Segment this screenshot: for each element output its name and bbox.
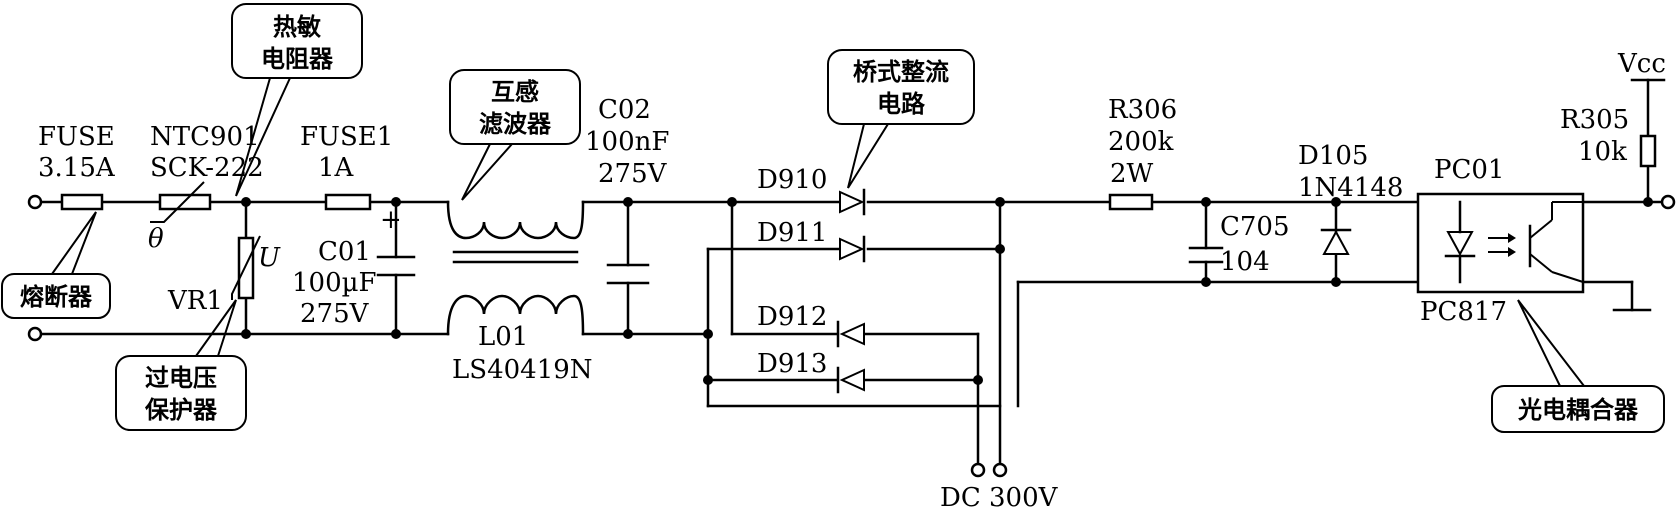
label-r305: R305: [1560, 105, 1629, 135]
label-d910: D910: [757, 165, 827, 195]
c01-capacitor-symbol: [376, 255, 416, 277]
label-c01-value: 100µF: [292, 268, 377, 298]
ac-input-terminal-bottom: [27, 326, 43, 342]
callout-filter-line1: 互感: [491, 78, 539, 106]
callout-fuse: 熔断器: [1, 211, 111, 319]
junction-dots: [241, 197, 1653, 385]
component-labels: FUSE 3.15A NTC901 SCK-222 θ FUSE1 1A VR1…: [38, 49, 1666, 511]
callout-filter: 互感 滤波器: [449, 69, 581, 201]
r305-resistor-symbol: [1639, 134, 1657, 168]
label-fuse: FUSE: [38, 122, 115, 152]
diode-d912: [836, 320, 865, 348]
output-terminal: [1660, 194, 1676, 210]
label-theta: θ: [148, 224, 164, 254]
fuse-symbol: [60, 193, 104, 211]
callout-thermistor: 热敏 电阻器: [231, 3, 363, 197]
label-r306-value: 200k: [1108, 127, 1174, 157]
ntc-thermistor-symbol: [150, 181, 212, 223]
label-varistor-u: U: [258, 243, 281, 273]
callout-filter-line2: 滤波器: [479, 110, 552, 138]
label-fuse-value: 3.15A: [38, 153, 116, 183]
label-ntc-value: SCK-222: [150, 153, 264, 183]
callout-fuse-label: 熔断器: [20, 283, 93, 311]
label-d911: D911: [757, 218, 827, 248]
label-pc01: PC01: [1434, 155, 1504, 185]
ac-input-terminal-top: [27, 194, 43, 210]
label-c02-value: 100nF: [585, 127, 669, 157]
label-d912: D912: [757, 302, 827, 332]
label-c01-plus: +: [380, 205, 402, 235]
label-d105-value: 1N4148: [1298, 173, 1403, 203]
c02-capacitor-symbol: [606, 263, 650, 285]
c705-capacitor-symbol: [1188, 246, 1224, 264]
label-c705-value: 104: [1220, 247, 1270, 277]
callout-overvoltage: 过电压 保护器: [115, 299, 247, 431]
fuse1-symbol: [324, 193, 372, 211]
callout-bridge: 桥式整流 电路: [827, 49, 975, 189]
r306-resistor-symbol: [1108, 193, 1154, 211]
callout-thermistor-line2: 电阻器: [261, 45, 334, 73]
callout-optocoupler: 光电耦合器: [1491, 299, 1665, 433]
callout-overvoltage-line1: 过电压: [145, 364, 217, 392]
label-c01: C01: [318, 237, 371, 267]
label-pc817: PC817: [1420, 297, 1507, 327]
diode-d913: [836, 366, 865, 394]
label-r305-value: 10k: [1578, 137, 1627, 167]
label-c01-voltage: 275V: [300, 299, 370, 329]
label-vr1: VR1: [167, 286, 223, 316]
label-r306: R306: [1108, 95, 1177, 125]
terminals: [27, 194, 1676, 478]
callout-bridge-line2: 电路: [877, 90, 926, 118]
label-c705: C705: [1220, 212, 1290, 242]
label-d913: D913: [757, 349, 827, 379]
label-fuse1: FUSE1: [300, 122, 393, 152]
callout-overvoltage-line2: 保护器: [144, 396, 218, 424]
label-c02: C02: [598, 95, 651, 125]
label-l01-value: LS40419N: [452, 355, 593, 385]
label-c02-voltage: 275V: [598, 159, 668, 189]
callout-thermistor-line1: 热敏: [273, 13, 321, 41]
common-mode-choke-symbol: [446, 200, 585, 336]
label-ntc: NTC901: [150, 122, 260, 152]
label-dc-300v: DC 300V: [940, 483, 1059, 511]
varistor-symbol: [231, 235, 261, 300]
dc-output-terminal-left: [970, 462, 986, 478]
dc-output-terminal-right: [992, 462, 1008, 478]
label-d105: D105: [1298, 141, 1368, 171]
label-vcc: Vcc: [1617, 49, 1666, 79]
callout-bridge-line1: 桥式整流: [853, 58, 949, 86]
label-r306-power: 2W: [1110, 159, 1154, 189]
optocoupler-symbol: [1416, 192, 1585, 294]
diode-d911: [839, 235, 866, 263]
label-fuse1-value: 1A: [318, 153, 355, 183]
diode-d105: [1320, 228, 1352, 255]
callout-optocoupler-label: 光电耦合器: [1517, 396, 1639, 424]
label-l01: L01: [478, 322, 528, 352]
diode-d910: [839, 188, 866, 216]
